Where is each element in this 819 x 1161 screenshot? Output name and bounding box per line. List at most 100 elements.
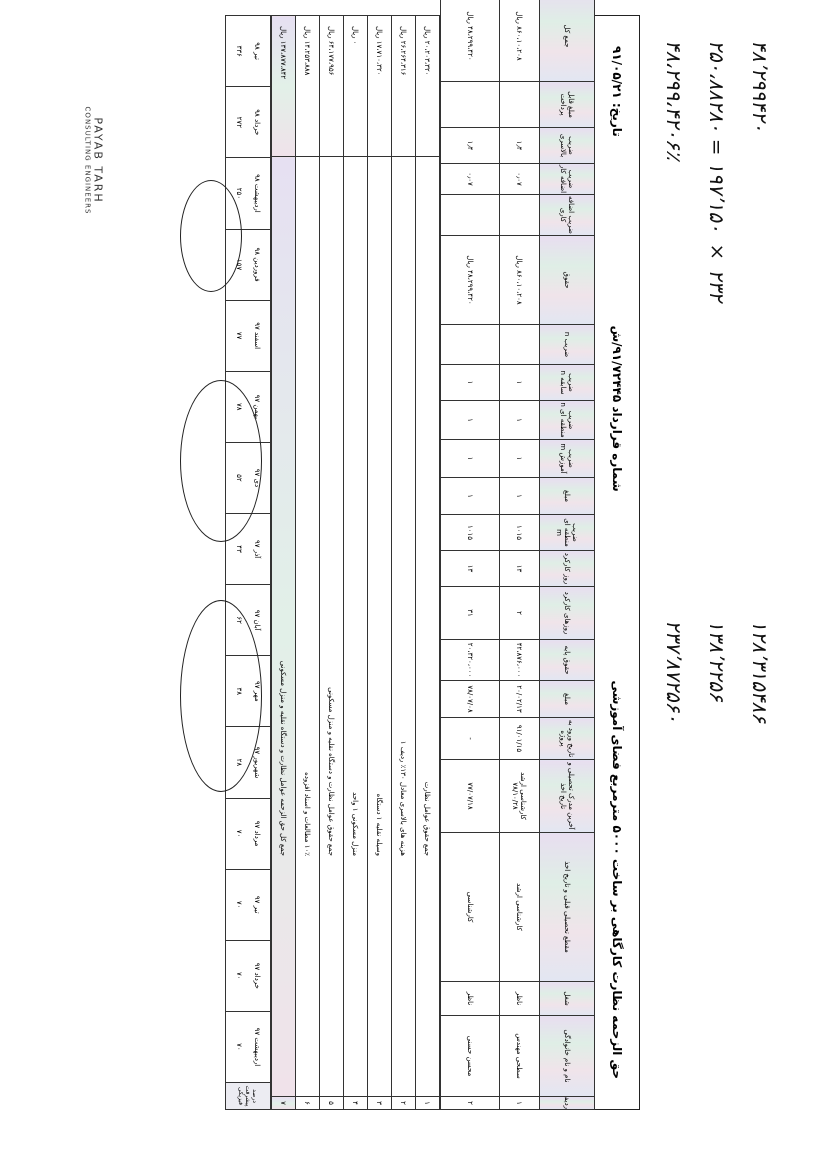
calc-row-label: وسیله نقلیه ۱ دستگاه bbox=[367, 156, 392, 1097]
column-header: روزهای کارکرد bbox=[539, 586, 595, 640]
table-cell: سطحی مهندس bbox=[499, 1015, 540, 1097]
calc-row-value: ۶۴،۱۷۷،۹۵۶ ریال bbox=[319, 15, 344, 157]
calc-row-value: ۱۳۷،۸۷۷،۸۴۲ ریال bbox=[271, 15, 296, 157]
month-value: ۳۳۶ bbox=[235, 45, 243, 57]
month-name: خرداد ۹۷ bbox=[253, 962, 261, 989]
table-cell: ۱۰۱۵ bbox=[499, 514, 540, 551]
column-header: شغل bbox=[539, 981, 595, 1016]
month-name: اردیبهشت ۹۸ bbox=[253, 174, 261, 213]
table-cell: ۴۲،۸۷۶،۰۰۰ bbox=[499, 639, 540, 681]
table-cell: ۱ bbox=[499, 364, 540, 401]
progress-month-cell: خرداد ۹۷ ۷۰ bbox=[225, 940, 271, 1012]
progress-month-cell: تیر ۹۸ ۳۳۶ bbox=[225, 15, 271, 87]
table-cell: کارشناسی bbox=[440, 832, 500, 982]
month-name: خرداد ۹۸ bbox=[253, 109, 261, 136]
column-header: ردیف bbox=[539, 1096, 595, 1110]
document-date: تاریخ: ۹۱/۰۵/۲۱ bbox=[610, 46, 624, 137]
column-header: مقطع تحصیلی قبلی و تاریخ اخذ bbox=[539, 832, 595, 982]
table-cell bbox=[440, 194, 500, 236]
table-cell bbox=[499, 324, 540, 365]
column-header: جمع کل bbox=[539, 0, 595, 82]
column-header: حقوق bbox=[539, 235, 595, 325]
column-header: مبلغ قابل پرداخت bbox=[539, 81, 595, 128]
table-cell: ۱ bbox=[499, 477, 540, 515]
column-header: تاریخ ورود به پروژه bbox=[539, 717, 595, 760]
month-value: ۷۰ bbox=[235, 829, 243, 838]
calc-row-label: جمع کل حق الزحمه عوامل نظارت و دستگاه نق… bbox=[271, 156, 296, 1097]
handwritten-note: ۴۸٬۲۹۹۴۲۰ bbox=[748, 40, 772, 133]
column-header: ضریب آموزش m bbox=[539, 439, 595, 478]
calc-row-label: هزینه های بالاسری معادل ۱۳۰٪ ردیف ۱ bbox=[391, 156, 416, 1097]
table-cell: کارشناسی ارشد ۷۸/۱۰/۲۸ bbox=[499, 759, 540, 833]
calc-row-number: ۷ bbox=[271, 1096, 296, 1110]
column-header: نام و نام خانوادگی bbox=[539, 1015, 595, 1097]
table-cell: - bbox=[440, 717, 500, 760]
month-name: تیر ۹۸ bbox=[253, 42, 261, 60]
calc-row-number: ۲ bbox=[391, 1096, 416, 1110]
column-header: ضریب بالاسری bbox=[539, 127, 595, 164]
calc-row-number: ۳ bbox=[367, 1096, 392, 1110]
month-name: فروردین ۹۸ bbox=[253, 247, 261, 282]
handwritten-note: ۱۳۸٬۲۲۵۶ bbox=[705, 620, 729, 702]
handwritten-note: ۴۸،۲۹۹،۴۲۰۶٪ bbox=[662, 40, 686, 161]
month-value: ۷۰ bbox=[235, 900, 243, 909]
column-header: آخرین مدرک تحصیلی و تاریخ اخذ bbox=[539, 759, 595, 833]
table-cell: ۱ bbox=[499, 400, 540, 440]
table-cell: ناظر bbox=[440, 981, 500, 1016]
column-header: مبلغ bbox=[539, 680, 595, 718]
table-cell: ۲ bbox=[440, 1096, 500, 1110]
table-cell bbox=[440, 324, 500, 365]
table-cell: ۹۱/۰۱/۱۵ bbox=[499, 717, 540, 760]
table-cell: ۱۳ bbox=[499, 550, 540, 587]
table-cell: ۸۶۰،۱۰،۲۰۸ ریال bbox=[499, 0, 540, 82]
progress-month-cell: تیر ۹۷ ۷۰ bbox=[225, 869, 271, 941]
hand-drawn-oval bbox=[180, 600, 262, 792]
table-cell: ۱۰۱۵ bbox=[440, 514, 500, 551]
table-cell: ۴۸،۲۹۹،۴۲۰ ریال bbox=[440, 235, 500, 325]
stamp-name: PAYAB TARH bbox=[91, 117, 105, 204]
calc-row-number: ۱ bbox=[415, 1096, 440, 1110]
table-cell: محسن حسنی bbox=[440, 1015, 500, 1097]
handwritten-note: ۲۵۰،۸۸۲۸۰ = ۱۹۷٬۱۵۰ × ۲۳۲ bbox=[705, 40, 729, 302]
calc-row-number: ۵ bbox=[319, 1096, 344, 1110]
table-cell: ۲۰،۳۲۰،۰۰۰ bbox=[440, 639, 500, 681]
column-header: ضریب n bbox=[539, 324, 595, 365]
progress-month-cell: خرداد ۹۸ ۲۷۲ bbox=[225, 86, 271, 158]
table-cell: ۱ bbox=[440, 439, 500, 478]
calc-row-value: ۰ ریال bbox=[343, 15, 368, 157]
table-cell: ۱ bbox=[440, 477, 500, 515]
stamp-subtitle: CONSULTING ENGINEERS bbox=[83, 106, 92, 215]
month-name: تیر ۹۷ bbox=[253, 895, 261, 914]
calc-row-value: ۱۷،۷۱۰،۳۲۰ ریال bbox=[367, 15, 392, 157]
column-header: ضریب منطقه ای m bbox=[539, 514, 595, 551]
column-header: حقوق پایه bbox=[539, 639, 595, 681]
table-cell: ۳۱ bbox=[440, 586, 500, 640]
month-value: ۷۷ bbox=[235, 331, 243, 340]
table-cell: ۱ bbox=[499, 1096, 540, 1110]
calc-row-number: ۴ bbox=[343, 1096, 368, 1110]
document-heading: حق الزحمه نظارت کارگاهی بر ساخت ۵۰۰۰ متر… bbox=[610, 680, 624, 1079]
handwritten-note: ۲۳۷٬۸۷۲۵۶۰ bbox=[662, 620, 686, 724]
table-cell: ۱٫۴ bbox=[499, 127, 540, 164]
month-value: ۷۰ bbox=[235, 1043, 243, 1051]
calc-row-label: ۱۰٪ مطالعات و اسناد افزوده bbox=[295, 156, 320, 1097]
table-cell bbox=[499, 194, 540, 236]
month-value: ۷۰ bbox=[235, 972, 243, 980]
table-cell: ۸۶۰،۱۰،۲۰۸ ریال bbox=[499, 235, 540, 325]
progress-label: درصد پیشرفت فیزیکی bbox=[225, 1082, 271, 1110]
table-cell: ۱٫۴ bbox=[440, 127, 500, 164]
calc-row-value: ۲۶،۲۶۴،۳۱۶ ریال bbox=[391, 15, 416, 157]
month-value: ۲۷۲ bbox=[235, 116, 243, 128]
